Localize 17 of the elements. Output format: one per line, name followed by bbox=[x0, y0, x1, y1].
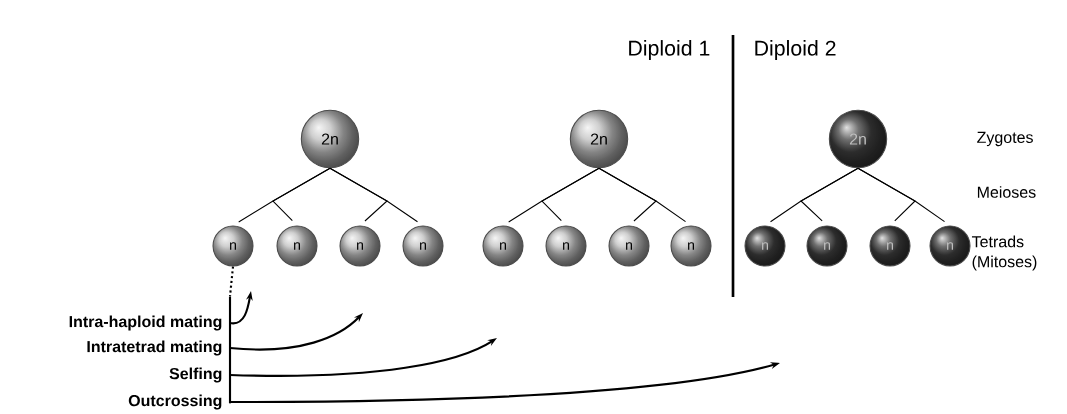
branch-line bbox=[541, 167, 600, 222]
vertical-bar bbox=[228, 296, 232, 404]
branch-line bbox=[598, 167, 687, 223]
branch-line bbox=[329, 167, 419, 223]
arrow bbox=[229, 313, 363, 351]
branch-line bbox=[857, 167, 946, 223]
branch-line bbox=[272, 167, 331, 222]
mating-label: Intra-haploid mating bbox=[69, 315, 222, 331]
heading: Diploid 1 bbox=[629, 40, 710, 60]
mating-label: Outcrossing bbox=[128, 394, 222, 410]
branch-line bbox=[800, 167, 859, 222]
dotted-line bbox=[228, 266, 235, 297]
stage-label: Meioses bbox=[977, 186, 1036, 198]
mating-label: Intratetrad mating bbox=[87, 340, 222, 356]
heading: Diploid 2 bbox=[755, 40, 836, 60]
stage-label: Zygotes bbox=[977, 131, 1033, 147]
mating-label: Selfing bbox=[169, 367, 222, 383]
